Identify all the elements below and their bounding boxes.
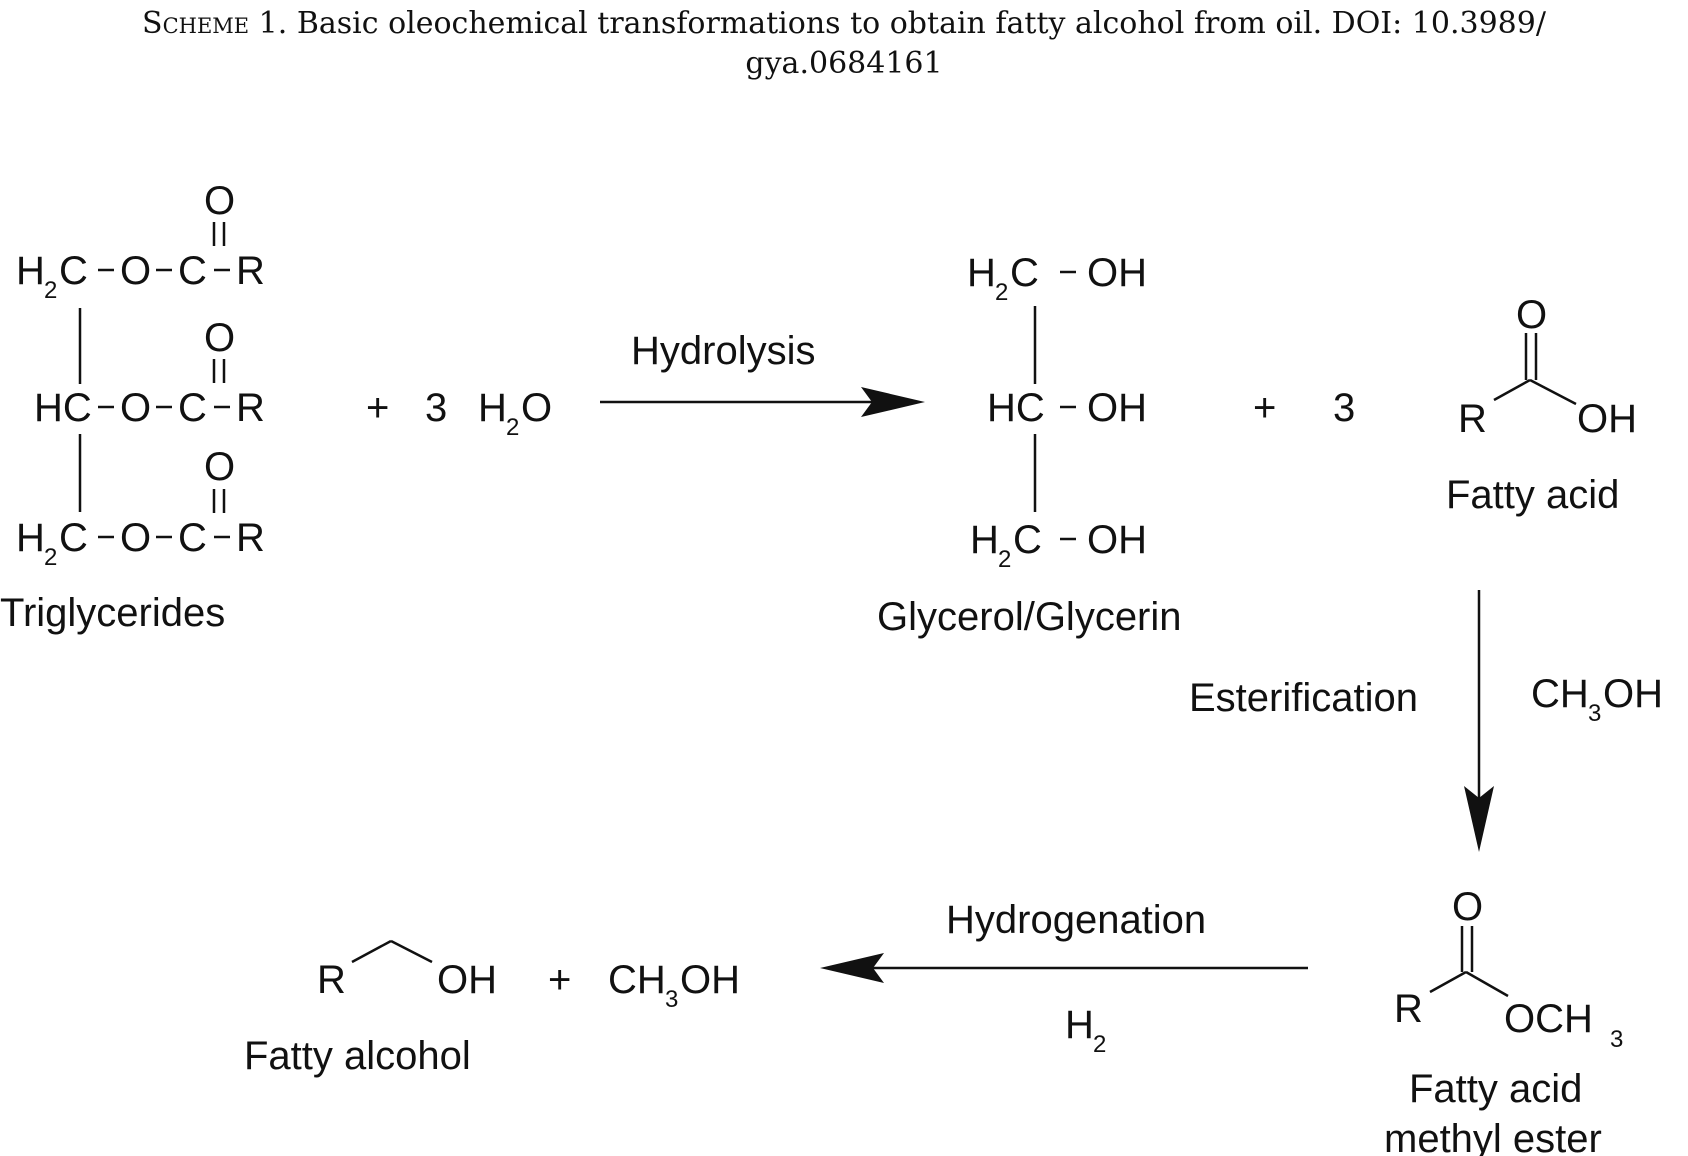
glycerol-structure: H 2 C OH HC OH H 2 C OH Glycerol/Glyceri…: [877, 251, 1182, 639]
fa-bond-c-oh: [1529, 378, 1577, 406]
hydrogenation-arrow-head: [820, 953, 884, 983]
esterification-label: Esterification: [1189, 676, 1418, 720]
water-reagent: + 3 H 2 O: [366, 386, 552, 441]
plus-2: +: [1253, 386, 1276, 430]
fame-label-2: methyl ester: [1384, 1117, 1602, 1156]
esterification-arrow-head: [1464, 786, 1494, 852]
tg-c3: C: [59, 516, 88, 560]
tg-oc3: O: [204, 445, 235, 489]
meoh-ch: CH: [608, 958, 666, 1002]
fame-r: R: [1394, 987, 1423, 1031]
hydrolysis-arrow: Hydrolysis: [600, 329, 925, 417]
alc-oh: OH: [437, 958, 497, 1002]
meoh-sub: 3: [665, 986, 678, 1013]
hydrogenation-arrow: Hydrogenation H 2: [820, 898, 1308, 1058]
water-h: H: [478, 386, 507, 430]
gl-h1: H: [967, 251, 996, 295]
tg-cc1: C: [178, 249, 207, 293]
tg-cc3: C: [178, 516, 207, 560]
hydrolysis-label: Hydrolysis: [631, 329, 815, 373]
glycerol-label: Glycerol/Glycerin: [877, 595, 1182, 639]
fa-o: O: [1516, 293, 1547, 337]
fatty-acid-label: Fatty acid: [1446, 473, 1619, 517]
water-o: O: [521, 386, 552, 430]
plus-3: +: [548, 958, 571, 1002]
tg-cc2: C: [178, 386, 207, 430]
methanol-ch: CH: [1531, 672, 1589, 716]
tg-h1-sub: 2: [44, 277, 57, 304]
tg-hc: HC: [34, 386, 92, 430]
caption-body: 1. Basic oleochemical transformations to…: [249, 6, 1546, 41]
tg-h3: H: [16, 516, 45, 560]
methanol-oh: OH: [1603, 672, 1663, 716]
tg-o2: O: [120, 386, 151, 430]
tg-o1: O: [120, 249, 151, 293]
caption-line-1: Scheme 1. Basic oleochemical transformat…: [0, 4, 1688, 44]
fame-o: O: [1452, 885, 1483, 929]
gl-c3: C: [1013, 518, 1042, 562]
fa-oh: OH: [1577, 397, 1637, 441]
plus-1: +: [366, 386, 389, 430]
fatty-acid-coefficient: 3: [1333, 386, 1355, 430]
fame-bond-c-o: [1465, 970, 1509, 998]
alc-bond-c-oh: [390, 939, 433, 964]
tg-c1: C: [59, 249, 88, 293]
gl-oh1: OH: [1087, 251, 1147, 295]
tg-r3: R: [236, 516, 265, 560]
tg-oc2: O: [204, 316, 235, 360]
tg-r1: R: [236, 249, 265, 293]
fame-structure: R O OCH 3 Fatty acid methyl ester: [1384, 885, 1623, 1156]
hydrogen-sub: 2: [1093, 1031, 1106, 1058]
fatty-alcohol-structure: R OH Fatty alcohol: [244, 939, 497, 1078]
hydrolysis-arrow-head: [861, 387, 925, 417]
fame-sub: 3: [1610, 1026, 1623, 1053]
figure-caption: Scheme 1. Basic oleochemical transformat…: [0, 4, 1688, 84]
tg-o3: O: [120, 516, 151, 560]
alc-r: R: [317, 958, 346, 1002]
fame-label-1: Fatty acid: [1409, 1067, 1582, 1111]
water-coefficient: 3: [425, 386, 447, 430]
fatty-alcohol-label: Fatty alcohol: [244, 1034, 471, 1078]
methanol-product: + CH 3 OH: [548, 958, 740, 1013]
gl-oh3: OH: [1087, 518, 1147, 562]
gl-h3: H: [970, 518, 999, 562]
meoh-oh: OH: [680, 958, 740, 1002]
caption-prefix: Scheme: [142, 6, 250, 41]
fame-bond-r-c: [1429, 970, 1467, 994]
gl-c1: C: [1010, 251, 1039, 295]
gl-h3-sub: 2: [998, 546, 1011, 573]
tg-r2: R: [236, 386, 265, 430]
tg-h3-sub: 2: [44, 544, 57, 571]
gl-h1-sub: 2: [995, 279, 1008, 306]
fatty-acid-structure: R O OH Fatty acid: [1446, 293, 1637, 517]
tg-oc1: O: [204, 179, 235, 223]
alc-bond-r-c: [351, 939, 392, 964]
esterification-arrow: Esterification CH 3 OH: [1189, 590, 1663, 852]
fa-bond-r-c: [1493, 378, 1531, 402]
fame-och: OCH: [1504, 997, 1593, 1041]
gl-oh2: OH: [1087, 386, 1147, 430]
hydrogen-h: H: [1065, 1003, 1094, 1047]
triglycerides-label: Triglycerides: [0, 591, 225, 635]
water-sub: 2: [506, 414, 519, 441]
tg-h1: H: [16, 249, 45, 293]
caption-line-2: gya.0684161: [745, 46, 943, 81]
fa-r: R: [1458, 397, 1487, 441]
gl-hc: HC: [987, 386, 1045, 430]
methanol-sub: 3: [1588, 700, 1601, 727]
hydrogenation-label: Hydrogenation: [946, 898, 1206, 942]
triglyceride-structure: H 2 C O C R O HC O C R O H 2 C O C R O: [0, 179, 265, 635]
